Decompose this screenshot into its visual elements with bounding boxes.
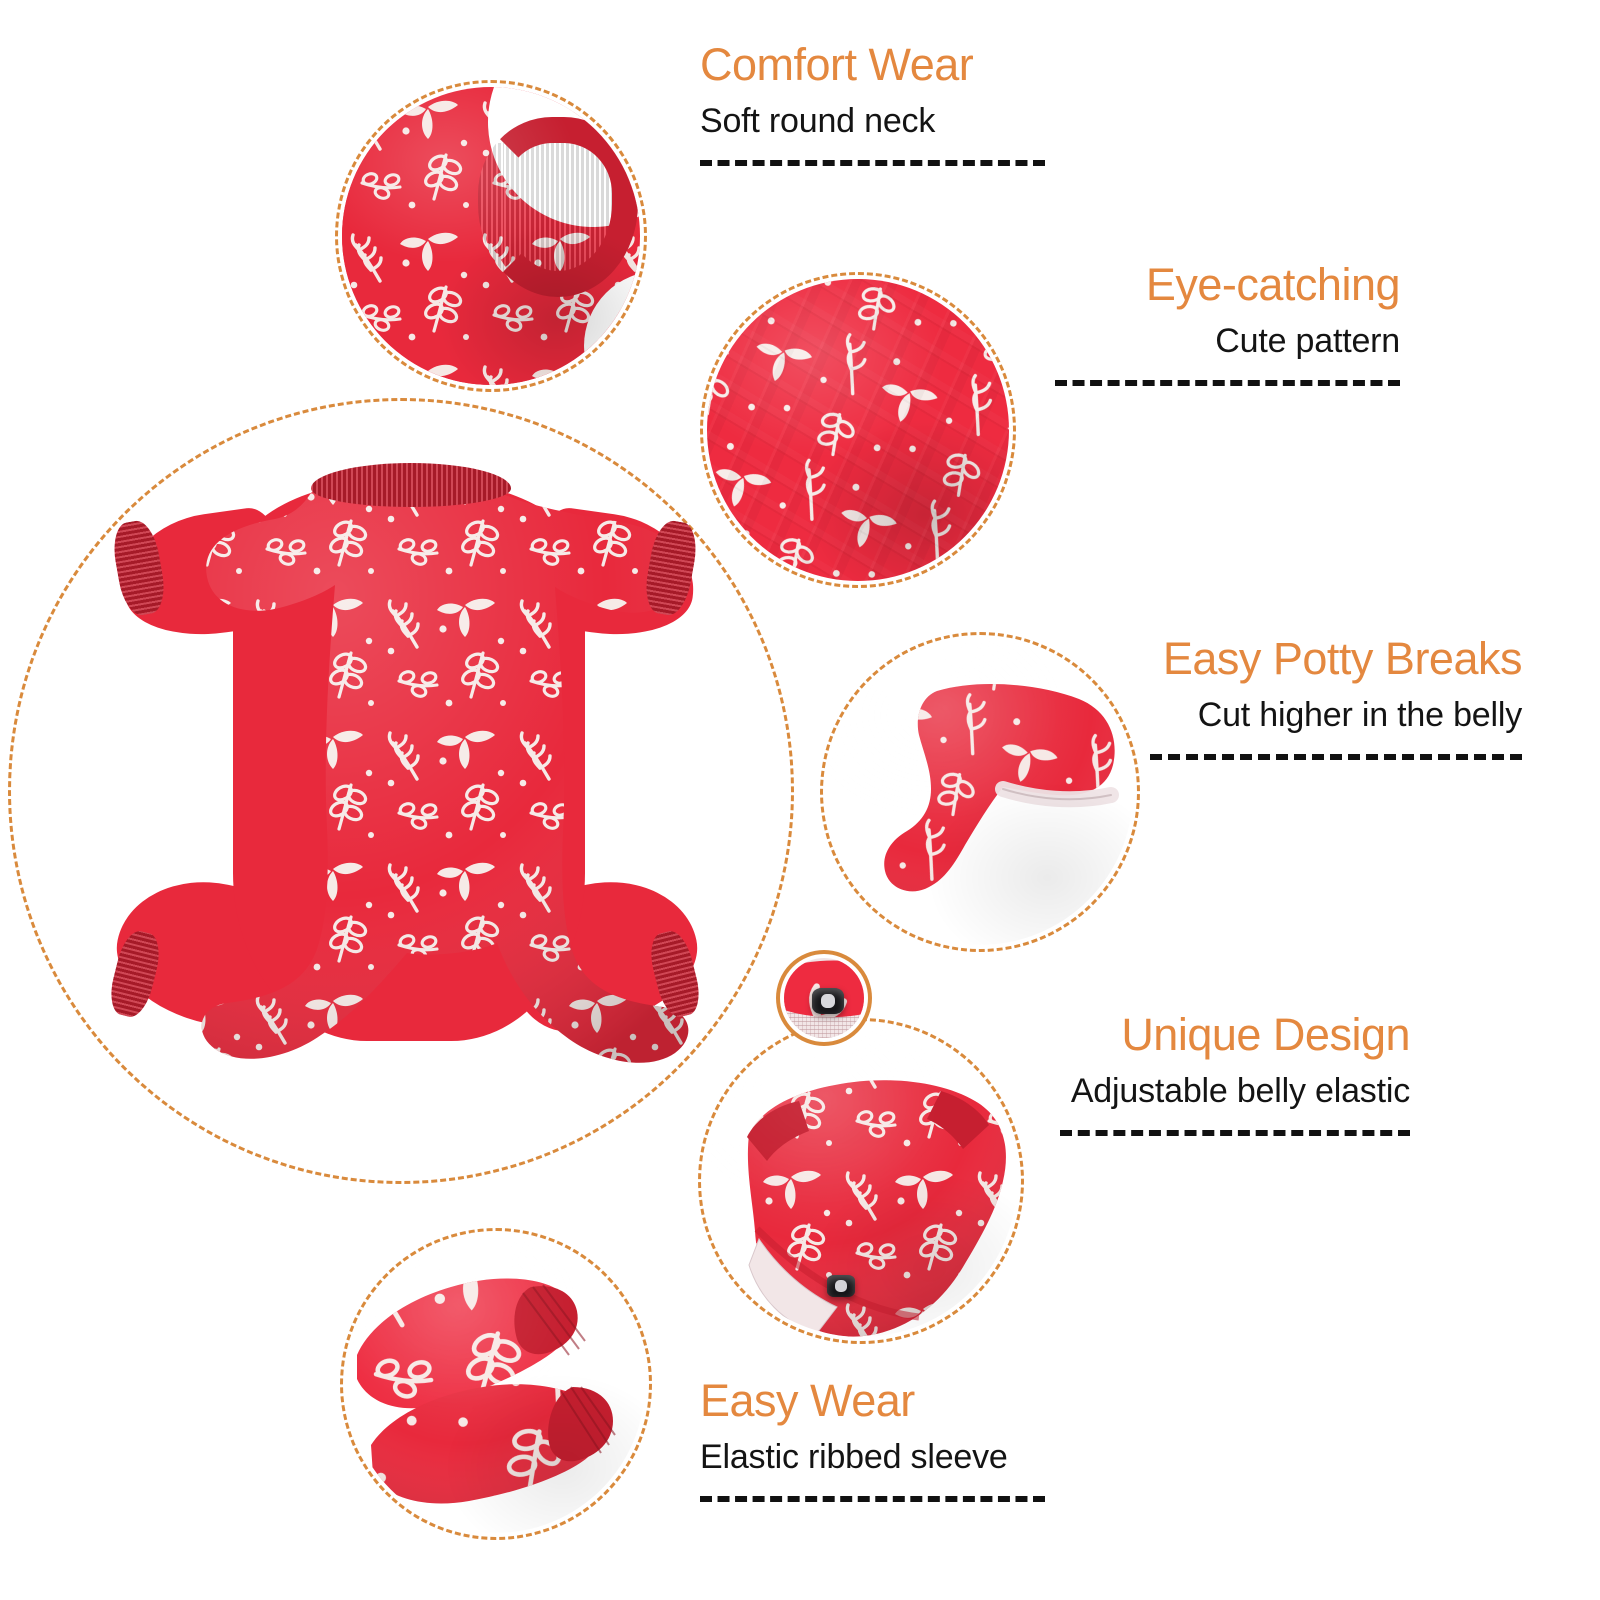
photo-toggle-macro [784,958,864,1038]
feature-title: Unique Design [1121,1009,1410,1060]
callout-comfort-wear: Comfort Wear Soft round neck [700,42,1045,166]
photo-circle-pattern [700,272,1016,588]
photo-circle-belly-elastic [698,1018,1024,1344]
garment-collar-rib [311,463,511,507]
photo-circle-sleeve-cuffs [340,1228,652,1540]
callout-divider [700,1496,1045,1502]
photo-sleeve-cuffs [347,1235,645,1533]
garment-torso [233,481,585,1041]
feature-title: Easy Potty Breaks [1162,633,1523,684]
feature-title: Easy Wear [700,1375,915,1426]
cord-lock-toggle [827,1275,855,1297]
photo-circle-main-product [8,398,794,1184]
photo-neckline [342,87,640,385]
feature-subtitle: Adjustable belly elastic [1070,1072,1410,1110]
photo-belly-elastic [705,1025,1017,1337]
callout-easy-potty-breaks: Easy Potty Breaks Cut higher in the bell… [1150,633,1523,760]
feature-subtitle: Elastic ribbed sleeve [700,1438,1008,1476]
callout-easy-wear: Easy Wear Elastic ribbed sleeve [700,1378,1045,1502]
photo-belly-cut [827,639,1133,945]
feature-subtitle: Cut higher in the belly [1197,696,1522,734]
photo-circle-toggle-macro [776,950,872,1046]
feature-title: Comfort Wear [700,39,974,90]
photo-circle-belly-cut [820,632,1140,952]
callout-eye-catching: Eye-catching Cute pattern [1055,259,1401,386]
feature-subtitle: Soft round neck [700,102,936,140]
belly-elastic-shape [747,1080,1006,1337]
photo-main-product [15,405,787,1177]
cord-lock-icon [812,988,844,1014]
photo-pattern [707,279,1009,581]
feature-title: Eye-catching [1145,259,1401,310]
belly-cut-shape [884,684,1119,892]
photo-circle-neckline [335,80,647,392]
callout-divider [1055,380,1400,386]
feature-subtitle: Cute pattern [1215,322,1400,360]
pattern-print [707,279,1009,581]
callout-divider [1060,1130,1410,1136]
sleeve-cuffs-shape [357,1278,616,1504]
callout-divider [1150,754,1522,760]
garment-illustration [104,453,710,1098]
callout-unique-design: Unique Design Adjustable belly elastic [1060,1009,1411,1136]
callout-divider [700,160,1045,166]
